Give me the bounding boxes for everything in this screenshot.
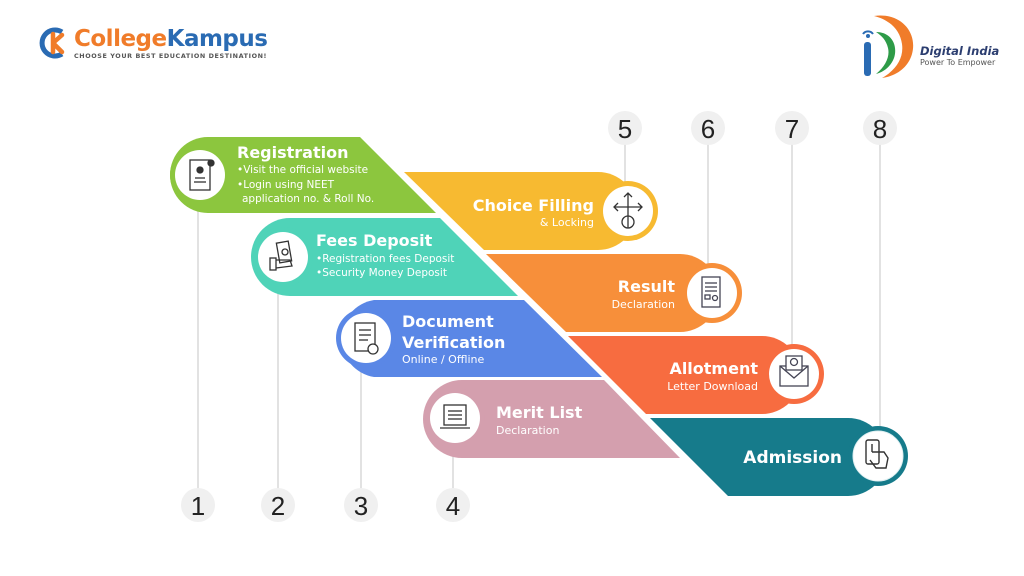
step-number-3: 3 [344,488,378,522]
step-number-7-text: 7 [785,114,799,144]
step-number-5: 5 [608,111,642,145]
envelope-letter-icon [779,355,809,387]
step-7-band [568,336,801,414]
number-badges: 1 2 3 4 5 6 7 8 [181,111,897,522]
brand-name-part2: Kampus [166,25,268,52]
id-card-icon [189,159,215,191]
step-number-6: 6 [691,111,725,145]
step-2-icon-circle [258,232,308,282]
digital-india-logo: Digital India Power To Empower [860,12,1020,82]
step-6-title: Result [618,277,676,296]
certificate-scroll-icon [701,276,721,308]
step-3-document-verification: Document Verification Online / Offline [336,300,602,377]
step-4-band [423,380,680,458]
digital-india-subtitle: Power To Empower [920,58,996,67]
step-6-subtitle: Declaration [612,298,675,311]
step-1-bullet-2: •Login using NEET [237,179,335,191]
step-2-title: Fees Deposit [316,231,433,250]
brand-tagline: CHOOSE YOUR BEST EDUCATION DESTINATION! [74,51,268,60]
step-5-band [404,172,637,250]
step-8-title: Admission [743,448,842,468]
step-3-icon-circle [341,313,391,363]
step-2-band [251,218,518,296]
digital-india-mark-icon [862,15,914,79]
step-number-2: 2 [261,488,295,522]
step-5-title: Choice Filling [473,196,594,215]
step-8-admission: Admission [650,418,908,496]
step-number-7: 7 [775,111,809,145]
step-3-title-line2: Verification [402,333,505,352]
step-number-4: 4 [436,488,470,522]
digital-india-title: Digital India [920,44,1000,58]
money-hand-icon [269,240,293,271]
ck-logo-mark-icon [38,26,72,60]
step-8-icon-circle [852,430,904,482]
step-number-8: 8 [863,111,897,145]
brand-name: CollegeKampus [74,25,268,52]
step-1-bullet-1: •Visit the official website [237,164,368,176]
step-number-3-text: 3 [354,491,368,521]
phone-touch-icon [865,439,889,469]
step-2-bullet-2: •Security Money Deposit [316,267,447,279]
step-4-merit-list: Merit List Declaration [423,380,680,458]
step-3-title-line1: Document [402,312,494,331]
step-5-subtitle: & Locking [540,216,594,229]
step-1-band [170,137,436,213]
step-6-icon-circle [687,268,737,318]
step-1-registration: Registration •Visit the official website… [170,137,436,213]
step-number-2-text: 2 [271,491,285,521]
step-8-band [650,418,887,496]
step-7-title: Allotment [669,359,758,378]
step-3-subtitle: Online / Offline [402,353,485,366]
step-number-4-text: 4 [446,491,460,521]
step-1-icon-circle [175,150,225,200]
connector-lines [197,144,881,488]
checklist-document-icon [354,322,379,355]
step-2-fees-deposit: Fees Deposit •Registration fees Deposit … [251,218,518,296]
step-5-choice-filling: Choice Filling & Locking [404,172,658,250]
step-4-subtitle: Declaration [496,424,559,437]
collegekampus-logo: CollegeKampus CHOOSE YOUR BEST EDUCATION… [38,25,268,60]
step-3-band [341,300,602,377]
step-number-6-text: 6 [701,114,715,144]
step-1-title: Registration [237,143,348,162]
step-7-allotment: Allotment Letter Download [568,336,824,414]
step-2-bullet-1: •Registration fees Deposit [316,253,454,265]
step-number-1-text: 1 [191,491,205,521]
step-7-subtitle: Letter Download [667,380,758,393]
step-1-bullet-2-cont: application no. & Roll No. [242,193,374,205]
step-6-band [486,254,719,332]
step-number-8-text: 8 [873,114,887,144]
laptop-list-icon [440,404,470,429]
crossroads-person-icon [613,192,643,229]
step-number-5-text: 5 [618,114,632,144]
step-6-result: Result Declaration [486,254,742,332]
step-4-icon-circle [430,393,480,443]
brand-name-part1: College [74,25,167,52]
step-number-1: 1 [181,488,215,522]
step-4-title: Merit List [496,403,583,422]
